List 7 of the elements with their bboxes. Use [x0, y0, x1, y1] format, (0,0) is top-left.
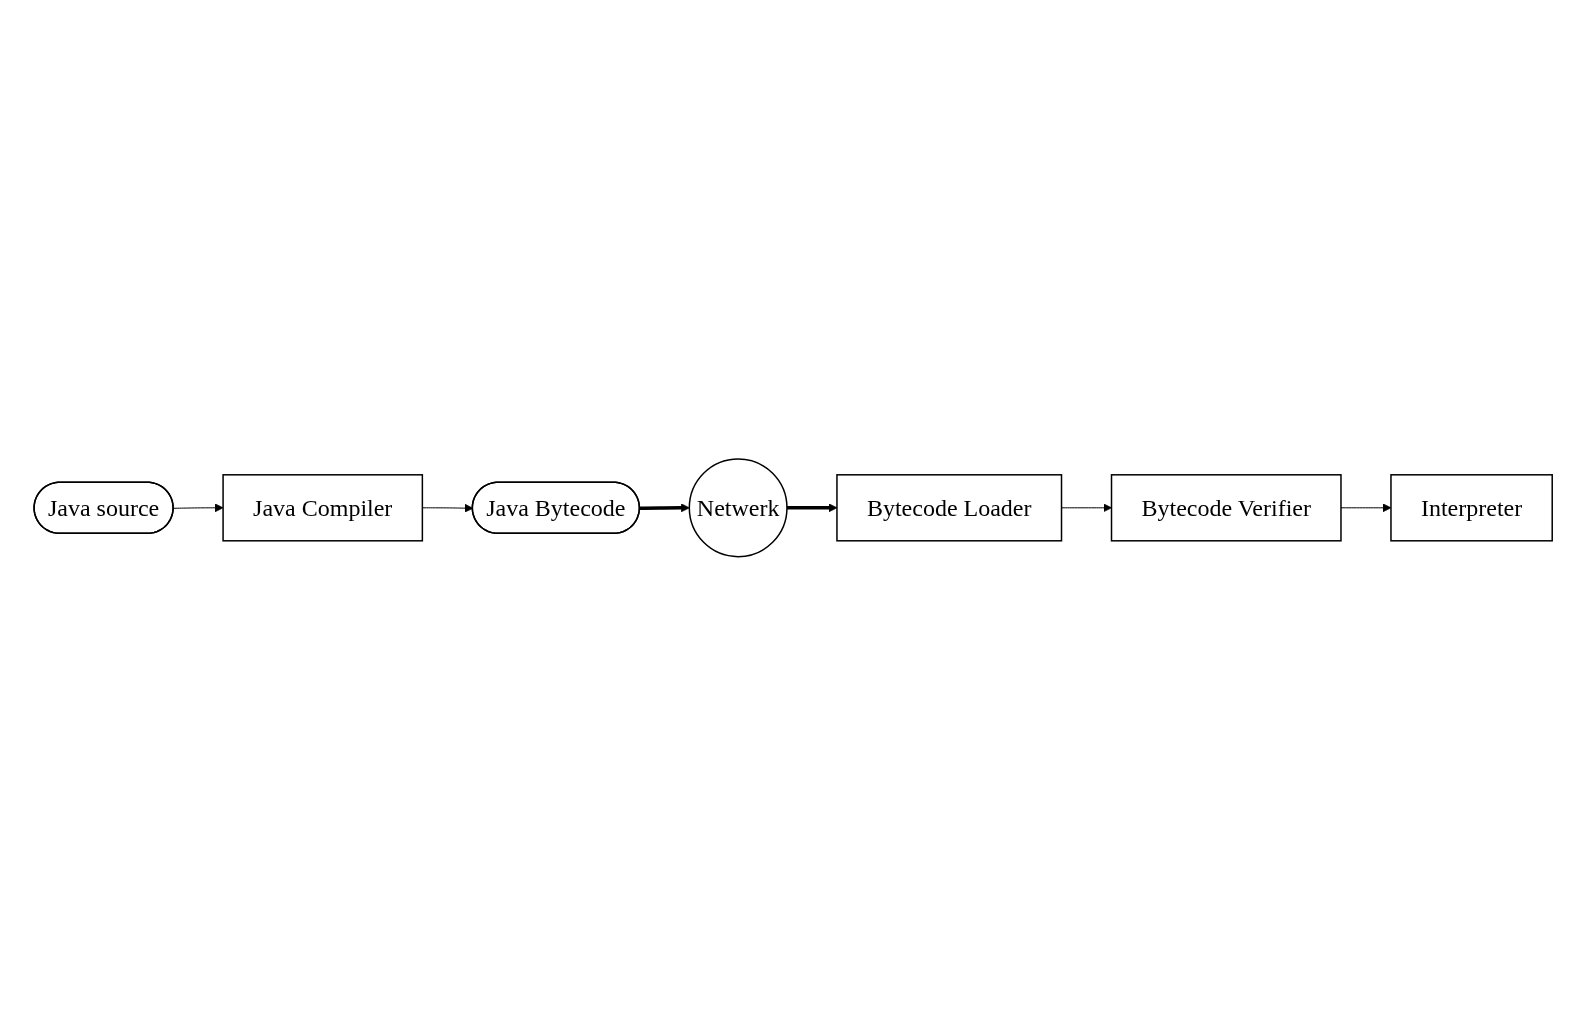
node-box: Interpreter — [1390, 473, 1554, 542]
arrow — [173, 503, 224, 512]
node-box: Bytecode Verifier — [1111, 473, 1343, 542]
node-circle: Netwerk — [688, 457, 789, 558]
node-box: Bytecode Loader — [836, 473, 1063, 542]
node-box: Java Compiler — [222, 473, 424, 542]
arrow — [787, 503, 838, 512]
